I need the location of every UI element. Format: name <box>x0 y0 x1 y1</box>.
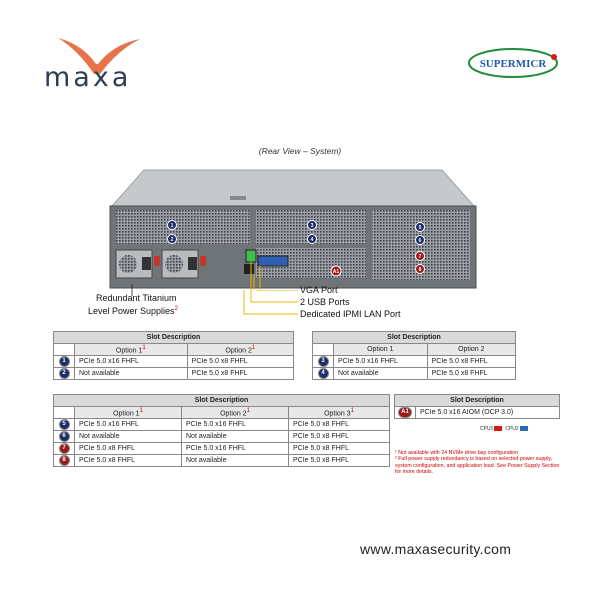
table-title: Slot Description <box>394 394 560 407</box>
footnotes: ¹ Not available with 24 NVMe drive bay c… <box>395 450 565 476</box>
table-cell: PCIe 5.0 x16 FHFL <box>74 355 188 368</box>
vga-port-label: VGA Port <box>300 285 338 295</box>
svg-text:8: 8 <box>419 267 422 273</box>
svg-text:3: 3 <box>311 223 314 229</box>
slot-badge-7: 7 <box>58 443 70 454</box>
psu-callout: Redundant Titanium Level Power Supplies2 <box>88 293 178 317</box>
table-row: 4 Not available PCIe 5.0 x8 FHFL <box>312 367 517 380</box>
table-cell: PCIe 5.0 x16 FHFL <box>181 442 289 455</box>
slot-badge-8: 8 <box>58 455 70 466</box>
slot-table-aiom: Slot Description A1 PCIe 5.0 x16 AIOM (O… <box>394 394 560 419</box>
cpu1-label: CPU1 <box>480 426 494 432</box>
slot-table-3-4: Slot Description Option 1 Option 2 3 PCI… <box>312 331 517 380</box>
table-cell: PCIe 5.0 x16 FHFL <box>333 355 428 368</box>
cpu2-swatch <box>519 426 528 432</box>
maxa-chevron-icon <box>58 38 140 74</box>
table-cell: PCIe 5.0 x8 FHFL <box>288 454 390 467</box>
table-cell: Not available <box>181 430 289 443</box>
table-row: 5 PCIe 5.0 x16 FHFL PCIe 5.0 x16 FHFL PC… <box>53 418 390 431</box>
table-title: Slot Description <box>312 331 516 344</box>
usb-ports-label: 2 USB Ports <box>300 297 350 307</box>
table-title: Slot Description <box>53 331 294 344</box>
table-cell: PCIe 5.0 x16 AIOM (OCP 3.0) <box>415 406 560 419</box>
svg-text:6: 6 <box>419 238 422 244</box>
column-header: Option 31 <box>288 406 390 419</box>
psu-footnote-ref: 2 <box>174 306 178 312</box>
table-cell: Not available <box>74 430 182 443</box>
table-cell: Not available <box>181 454 289 467</box>
table-row: 8 PCIe 5.0 x8 FHFL Not available PCIe 5.… <box>53 454 390 467</box>
callout-leader-lines <box>243 290 298 315</box>
svg-text:A1: A1 <box>333 269 340 275</box>
cpu-legend: CPU1 CPU2 <box>480 426 531 432</box>
psu-callout-line1: Redundant Titanium <box>96 293 177 303</box>
column-header: Option 21 <box>181 406 289 419</box>
table-row: 6 Not available Not available PCIe 5.0 x… <box>53 430 390 443</box>
table-row: 2 Not available PCIe 5.0 x8 FHFL <box>53 367 295 380</box>
svg-text:7: 7 <box>419 254 422 260</box>
slot-badge-4: 4 <box>317 368 329 379</box>
column-header: Option 21 <box>186 343 295 356</box>
table-cell: PCIe 5.0 x8 FHFL <box>74 442 182 455</box>
server-rear-view-image: 1 2 3 4 5 6 7 8 A1 <box>109 169 477 290</box>
column-header: Option 1 <box>333 343 428 356</box>
rear-view-caption: (Rear View – System) <box>258 146 342 156</box>
slot-table-1-2: Slot Description Option 11 Option 21 1 P… <box>53 331 295 380</box>
column-header: Option 11 <box>74 343 188 356</box>
maxa-logo-mark <box>58 38 140 74</box>
cpu1-swatch <box>494 426 503 432</box>
table-cell: PCIe 5.0 x8 FHFL <box>288 442 390 455</box>
ipmi-lan-port-label: Dedicated IPMI LAN Port <box>300 309 401 319</box>
svg-text:5: 5 <box>419 225 422 231</box>
slot-badge-3: 3 <box>317 356 329 367</box>
svg-text:4: 4 <box>311 237 314 243</box>
svg-text:2: 2 <box>171 237 174 243</box>
table-cell: PCIe 5.0 x8 FHFL <box>288 418 390 431</box>
column-header: Option 2 <box>426 343 517 356</box>
table-cell: PCIe 5.0 x8 FHFL <box>426 367 517 380</box>
table-cell: PCIe 5.0 x8 FHFL <box>186 355 295 368</box>
psu-callout-line2: Level Power Supplies <box>88 306 175 316</box>
table-row: A1 PCIe 5.0 x16 AIOM (OCP 3.0) <box>394 406 560 419</box>
supermicro-wordmark: SUPERMICR <box>480 58 548 70</box>
supermicro-logo: SUPERMICR <box>468 48 558 78</box>
table-row: 7 PCIe 5.0 x8 FHFL PCIe 5.0 x16 FHFL PCI… <box>53 442 390 455</box>
table-row: 1 PCIe 5.0 x16 FHFL PCIe 5.0 x8 FHFL <box>53 355 295 368</box>
slot-table-5-8: Slot Description Option 11 Option 21 Opt… <box>53 394 390 467</box>
slot-badge-6: 6 <box>58 431 70 442</box>
table-cell: PCIe 5.0 x16 FHFL <box>74 418 182 431</box>
cpu2-label: CPU2 <box>505 426 519 432</box>
svg-text:1: 1 <box>171 223 174 229</box>
table-cell: PCIe 5.0 x8 FHFL <box>288 430 390 443</box>
table-cell: PCIe 5.0 x16 FHFL <box>181 418 289 431</box>
table-cell: PCIe 5.0 x8 FHFL <box>74 454 182 467</box>
maxa-wordmark: maxa <box>44 62 132 93</box>
slot-badge-2: 2 <box>58 368 70 379</box>
footnote-2: ² Full power supply redundancy is based … <box>395 456 560 476</box>
table-cell: PCIe 5.0 x8 FHFL <box>186 367 295 380</box>
table-cell: Not available <box>333 367 428 380</box>
slot-badge-1: 1 <box>58 356 70 367</box>
slot-badge-a1: A1 <box>398 407 412 418</box>
slot-badge-5: 5 <box>58 419 70 430</box>
website-link[interactable]: www.maxasecurity.com <box>360 541 512 557</box>
column-header: Option 11 <box>74 406 182 419</box>
footnote-1: ¹ Not available with 24 NVMe drive bay c… <box>395 450 519 456</box>
table-cell: PCIe 5.0 x8 FHFL <box>426 355 517 368</box>
table-title: Slot Description <box>53 394 390 407</box>
psu-leader-line <box>131 284 133 296</box>
table-cell: Not available <box>74 367 188 380</box>
table-row: 3 PCIe 5.0 x16 FHFL PCIe 5.0 x8 FHFL <box>312 355 517 368</box>
